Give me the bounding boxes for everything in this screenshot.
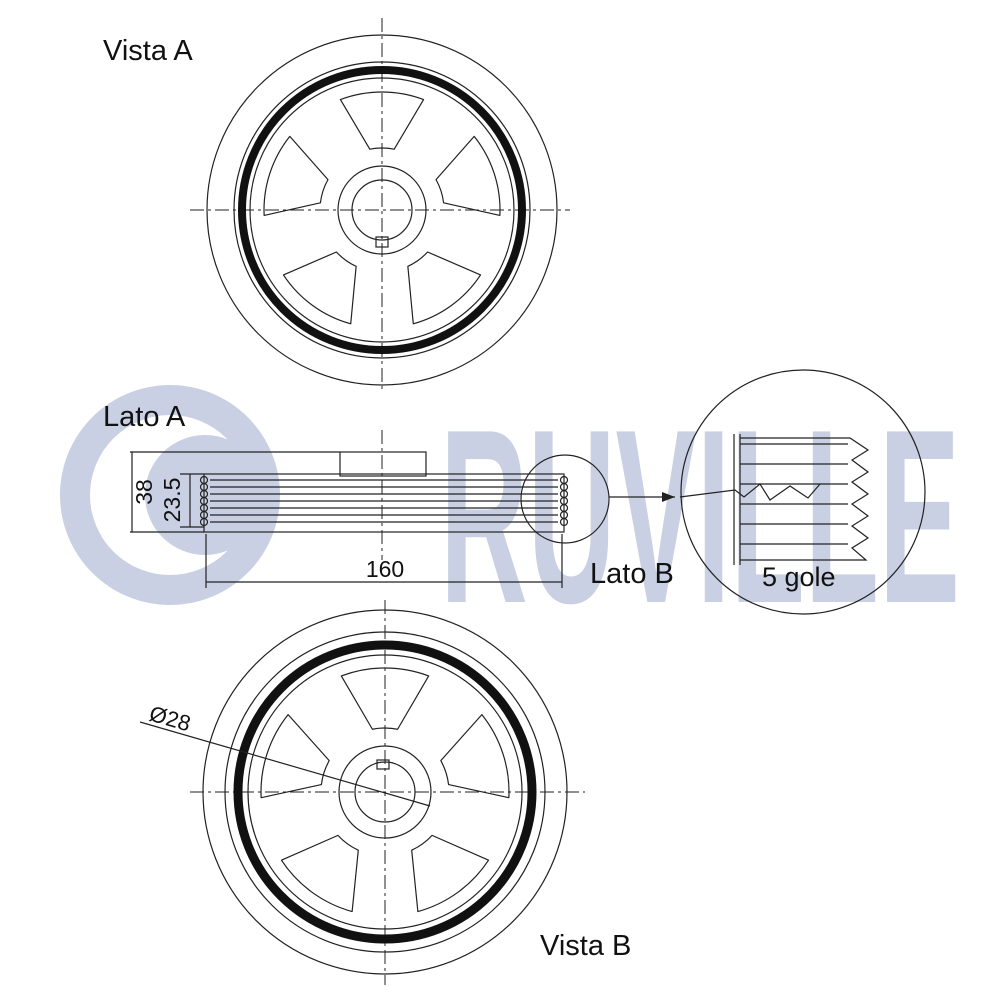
spoke-window (440, 713, 510, 799)
side-hub-boss (339, 451, 427, 477)
view-a-spokes (263, 91, 501, 325)
spoke-window (340, 667, 430, 730)
view-a-bore (351, 179, 413, 241)
side-pulley-body (203, 473, 565, 533)
spoke-window (435, 135, 501, 217)
ruville-watermark: RUVILLE (60, 377, 960, 655)
spoke-window (407, 251, 482, 325)
side-left-title: Lato A (103, 401, 186, 433)
bore-dimension: Ø28 (147, 701, 194, 736)
spoke-window (411, 834, 490, 913)
spoke-window (339, 91, 425, 150)
view-a-outer-rim-inner (233, 61, 531, 359)
view-b-keyway (376, 759, 390, 770)
dim-total-width: 38 (131, 479, 157, 505)
detail-groove-profile (740, 437, 870, 561)
spoke-window (263, 135, 329, 217)
side-grooves (199, 475, 569, 527)
side-groove-edge (559, 517, 569, 527)
watermark-logo-inner (145, 435, 265, 555)
view-b-damper-ring (233, 640, 537, 944)
dim-diameter: 160 (366, 556, 404, 582)
view-b-outer-rim (202, 609, 568, 975)
view-a-hub-edge (249, 77, 515, 343)
side-view (130, 430, 675, 588)
view-b-spokes (260, 667, 510, 913)
view-a-title: Vista A (103, 35, 193, 67)
view-a-keyway (375, 236, 389, 248)
detail-circle (680, 369, 926, 615)
dim-belt-width: 23.5 (159, 478, 185, 523)
view-a-outer-rim (206, 34, 558, 386)
groove-detail (679, 369, 926, 615)
detail-arrow-head (662, 492, 675, 502)
view-b-hub-edge (247, 654, 523, 930)
view-a-hub-outer (337, 165, 427, 255)
spoke-window (260, 713, 330, 799)
view-b-title: Vista B (540, 930, 631, 962)
spoke-window (280, 834, 359, 913)
front-view-b (139, 600, 585, 985)
view-b-outer-rim-inner (224, 631, 546, 953)
view-b-hub-outer (338, 745, 432, 839)
view-a-damper-ring (238, 66, 526, 354)
view-b-bore (354, 761, 416, 823)
detail-callout-circle (520, 454, 610, 544)
side-right-title: Lato B (590, 558, 674, 590)
detail-groove-lines (740, 443, 848, 545)
detail-grooves-label: 5 gole (762, 562, 836, 592)
side-groove-edge (199, 517, 209, 527)
spoke-window (282, 251, 357, 325)
detail-break-line (679, 483, 821, 501)
front-view-a (190, 18, 570, 392)
bore-leader-line (139, 721, 431, 807)
watermark-brand: RUVILLE (440, 377, 960, 655)
